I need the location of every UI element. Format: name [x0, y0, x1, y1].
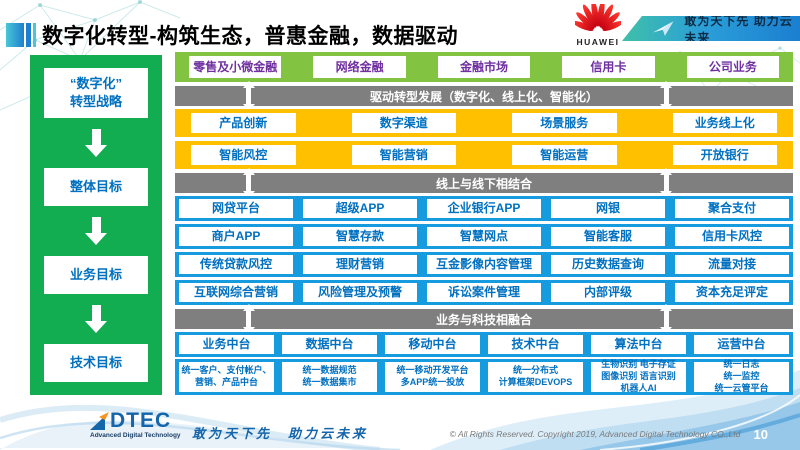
- capability-band-row1: 产品创新 数字渠道 场景服务 业务线上化: [175, 109, 793, 137]
- business-line-cell: 信用卡: [562, 56, 655, 78]
- strategy-sidebar: “数字化” 转型战略 整体目标 业务目标 技术目标: [30, 55, 162, 395]
- application-cell: 聚合支付: [675, 199, 789, 218]
- application-cell: 理财营销: [303, 255, 417, 274]
- application-cell: 超级APP: [303, 199, 417, 218]
- business-line-cell: 网络金融: [313, 56, 406, 78]
- page-title: 数字化转型-构筑生态，普惠金融，数据驱动: [42, 25, 458, 48]
- up-down-arrow-icon: [660, 304, 673, 334]
- application-cell: 网贷平台: [179, 199, 293, 218]
- up-down-arrow-icon: [660, 81, 673, 111]
- huawei-logo-text: HUAWEI: [576, 37, 620, 47]
- up-down-arrow-icon: [242, 168, 255, 198]
- banner-drive-text: 驱动转型发展（数字化、线上化、智能化）: [369, 89, 598, 104]
- dtec-arrow-icon: [90, 412, 109, 430]
- ribbon-slogan-text: 敢为天下先 助力云未来: [684, 13, 793, 45]
- platform-detail-cell: 统一客户、支付帐户、营销、产品中台: [179, 362, 274, 392]
- title-bars-icon: [6, 23, 36, 47]
- capability-cell: 场景服务: [512, 113, 617, 133]
- capability-band-row2: 智能风控 智能营销 智能运营 开放银行: [175, 141, 793, 169]
- banner-online-offline: 线上与线下相结合: [175, 168, 793, 198]
- banner-drive-transform: 驱动转型发展（数字化、线上化、智能化）: [175, 81, 793, 111]
- business-line-cell: 零售及小微金融: [189, 56, 282, 78]
- platform-header-cell: 技术中台: [488, 335, 583, 354]
- sidebar-item-digital-strategy: “数字化” 转型战略: [44, 68, 148, 118]
- application-cell: 历史数据查询: [551, 255, 665, 274]
- application-cell: 流量对接: [675, 255, 789, 274]
- application-cell: 互联网综合营销: [179, 283, 293, 302]
- business-line-cell: 金融市场: [437, 56, 531, 78]
- platform-detail-cell: 统一数据规范 统一数据集市: [282, 362, 377, 392]
- application-band-row1: 网贷平台超级APP 企业银行APP 网银聚合支付: [175, 196, 793, 221]
- platform-detail-band: 统一客户、支付帐户、营销、产品中台统一数据规范 统一数据集市统一移动开发平台 多…: [175, 359, 793, 395]
- banner-biz-tech-text: 业务与科技相融合: [435, 312, 532, 327]
- dtec-logo-subtext: Advanced Digital Technology: [90, 432, 181, 439]
- platform-detail-cell: 统一分布式 计算框架DEVOPS: [488, 362, 583, 392]
- application-cell: 智慧存款: [303, 227, 417, 246]
- sidebar-item-tech-goal: 技术目标: [44, 344, 148, 382]
- huawei-logo: HUAWEI: [572, 0, 624, 47]
- down-arrow-icon: [85, 217, 107, 245]
- capability-cell: 数字渠道: [351, 113, 456, 133]
- application-cell: 资本充足评定: [675, 283, 789, 302]
- banner-online-offline-text: 线上与线下相结合: [435, 176, 532, 191]
- platform-header-cell: 运营中台: [694, 335, 789, 354]
- platform-detail-cell: 生物识别 电子存证 图像识别 语言识别 机器人AI: [591, 359, 686, 393]
- application-cell: 智能客服: [551, 227, 665, 246]
- platform-detail-cell: 统一移动开发平台 多APP统一投放: [385, 362, 480, 392]
- application-band-row4: 互联网综合营销风险管理及预警诉讼案件管理内部评级资本充足评定: [175, 280, 793, 305]
- application-band-row3: 传统贷款风控理财营销互金影像内容管理历史数据查询流量对接: [175, 252, 793, 277]
- sidebar-item-overall-goal: 整体目标: [44, 168, 148, 206]
- application-cell: 企业银行APP: [427, 199, 541, 218]
- down-arrow-icon: [85, 129, 107, 157]
- platform-detail-cell: 统一日志 统一监控 统一云管平台: [694, 359, 789, 393]
- application-cell: 传统贷款风控: [179, 255, 293, 274]
- platform-header-band: 业务中台数据中台移动中台技术中台算法中台运营中台: [175, 332, 793, 357]
- capability-cell: 智能运营: [512, 145, 617, 165]
- footer-slogan: 敢为天下先 助力云未来: [192, 426, 369, 441]
- banner-biz-tech: 业务与科技相融合: [175, 304, 793, 334]
- platform-header-cell: 算法中台: [591, 335, 686, 354]
- application-cell: 智慧网点: [427, 227, 541, 246]
- business-lines-band: 零售及小微金融 网络金融 金融市场 信用卡 公司业务: [175, 52, 793, 82]
- slogan-ribbon: 敢为天下先 助力云未来: [622, 16, 800, 41]
- architecture-diagram: 零售及小微金融 网络金融 金融市场 信用卡 公司业务 驱动转型发展（数字化、线上化、智能…: [175, 52, 793, 395]
- capability-cell: 智能风控: [191, 145, 296, 165]
- copyright-text: © All Rights Reserved. Copyright 2019, A…: [449, 429, 741, 439]
- up-down-arrow-icon: [242, 304, 255, 334]
- platform-header-cell: 业务中台: [179, 335, 274, 354]
- dtec-logo-text: DTEC: [110, 409, 172, 433]
- huawei-flower-icon: [572, 0, 624, 31]
- sidebar-item-business-goal: 业务目标: [44, 256, 148, 294]
- platform-header-cell: 移动中台: [385, 335, 480, 354]
- application-cell: 风险管理及预警: [303, 283, 417, 302]
- capability-cell: 产品创新: [191, 113, 296, 133]
- capability-cell: 智能营销: [351, 145, 456, 165]
- paper-plane-icon: [652, 20, 674, 36]
- business-line-cell: 公司业务: [686, 56, 780, 78]
- up-down-arrow-icon: [242, 81, 255, 111]
- application-cell: 诉讼案件管理: [427, 283, 541, 302]
- capability-cell: 开放银行: [672, 145, 777, 165]
- application-band-row2: 商户APP 智慧存款智慧网点智能客服信用卡风控: [175, 224, 793, 249]
- application-cell: 互金影像内容管理: [427, 255, 541, 274]
- application-cell: 商户APP: [179, 227, 293, 246]
- up-down-arrow-icon: [660, 168, 673, 198]
- platform-header-cell: 数据中台: [282, 335, 377, 354]
- dtec-logo: DTEC Advanced Digital Technology: [90, 409, 181, 439]
- application-cell: 内部评级: [551, 283, 665, 302]
- application-cell: 网银: [551, 199, 665, 218]
- page-number: 10: [753, 427, 768, 442]
- header: 数字化转型-构筑生态，普惠金融，数据驱动: [6, 20, 458, 50]
- down-arrow-icon: [85, 305, 107, 333]
- capability-cell: 业务线上化: [672, 113, 777, 133]
- application-cell: 信用卡风控: [675, 227, 789, 246]
